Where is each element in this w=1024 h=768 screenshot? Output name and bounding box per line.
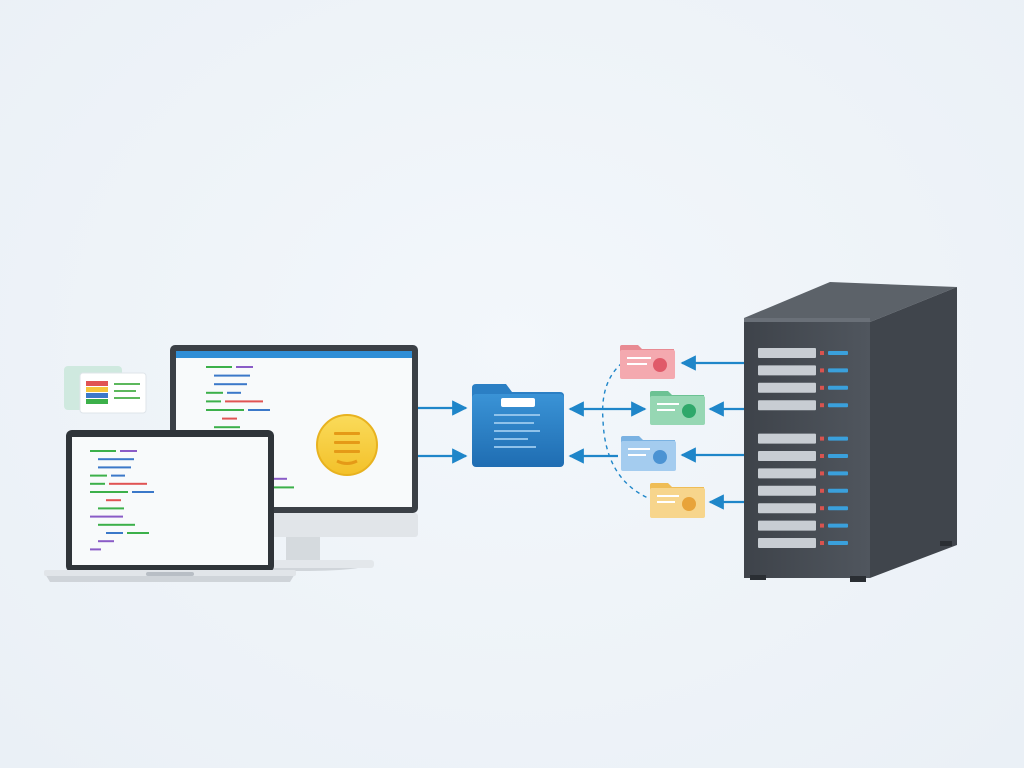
- server-led: [828, 488, 848, 493]
- code-line: [106, 532, 123, 534]
- server-led-red: [820, 403, 824, 408]
- code-line: [132, 491, 154, 493]
- code-line: [90, 450, 116, 452]
- server-led: [828, 454, 848, 458]
- code-line: [127, 532, 149, 534]
- dashed-link: [601, 362, 649, 499]
- code-line: [222, 417, 237, 420]
- server-bay: [758, 348, 816, 358]
- code-line: [206, 391, 223, 394]
- folder-green-icon: [650, 391, 705, 425]
- folder-red-icon: [620, 345, 675, 379]
- server-led-red: [820, 471, 824, 476]
- server-led: [828, 368, 848, 373]
- code-line: [214, 426, 240, 429]
- code-line: [98, 540, 114, 543]
- server-bay: [758, 468, 816, 479]
- code-line: [206, 400, 221, 403]
- server-bay: [758, 538, 816, 548]
- server-led: [828, 471, 848, 476]
- server-led-red: [820, 454, 824, 458]
- code-line: [206, 366, 232, 368]
- server-bay: [758, 485, 816, 496]
- server-led-red: [820, 488, 824, 493]
- server-bay: [758, 520, 816, 531]
- server-bay: [758, 433, 816, 444]
- code-line: [98, 466, 131, 469]
- laptop-icon: [44, 430, 296, 582]
- code-line: [248, 409, 270, 411]
- code-line: [106, 499, 121, 502]
- code-line: [111, 474, 125, 477]
- code-line: [236, 366, 253, 368]
- code-line: [98, 507, 124, 510]
- server-led-red: [820, 385, 824, 390]
- server-led-red: [820, 368, 824, 373]
- code-line: [262, 486, 294, 489]
- code-line: [90, 474, 107, 477]
- connection-arrows: [418, 355, 744, 510]
- code-line: [227, 391, 241, 394]
- code-line: [109, 482, 147, 485]
- code-line: [214, 383, 247, 386]
- code-line: [214, 374, 250, 377]
- document-card-icon: [64, 366, 147, 414]
- server-led: [828, 436, 848, 441]
- server-bay: [758, 503, 816, 514]
- code-line: [120, 450, 137, 452]
- server-led-red: [820, 541, 824, 545]
- code-line: [90, 482, 105, 485]
- server-led-red: [820, 351, 824, 355]
- code-line: [225, 400, 263, 403]
- server-led: [828, 541, 848, 545]
- code-line: [264, 477, 287, 480]
- hub-folder-icon: [472, 384, 564, 467]
- server-led-red: [820, 436, 824, 441]
- code-line: [90, 548, 101, 551]
- server-bay: [758, 365, 816, 376]
- server-bay: [758, 451, 816, 461]
- coin-icon: [316, 414, 378, 476]
- server-led-red: [820, 523, 824, 528]
- server-bay: [758, 400, 816, 411]
- folder-yellow-icon: [650, 483, 705, 518]
- folder-blue-icon: [621, 436, 676, 471]
- code-line: [90, 491, 128, 493]
- server-led: [828, 385, 848, 390]
- server-rack-icon: [744, 282, 957, 582]
- server-bays: [758, 348, 848, 548]
- server-led: [828, 523, 848, 528]
- code-line: [98, 523, 135, 526]
- code-line: [90, 515, 123, 518]
- server-bay: [758, 382, 816, 393]
- server-led: [828, 403, 848, 408]
- code-line: [206, 409, 244, 411]
- server-led-red: [820, 506, 824, 511]
- laptop-code-lines: [90, 450, 154, 551]
- code-line: [98, 458, 134, 461]
- server-led: [828, 506, 848, 511]
- server-led: [828, 351, 848, 355]
